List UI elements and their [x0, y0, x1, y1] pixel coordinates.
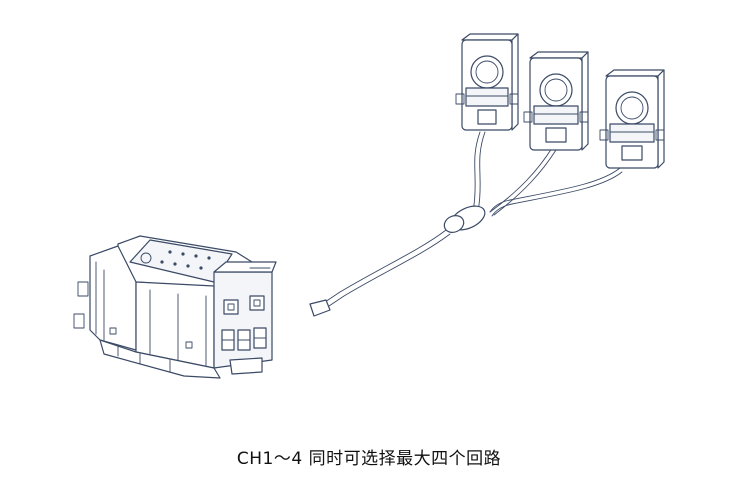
vent-dots — [160, 250, 211, 270]
meter-module — [73, 235, 277, 379]
sensor-cables — [309, 131, 623, 317]
caption-text: CH1～4 同时可选择最大四个回路 — [236, 449, 502, 469]
current-transformer-3 — [599, 69, 665, 169]
current-transformer-1 — [455, 33, 519, 131]
current-transformer-2 — [523, 51, 589, 151]
